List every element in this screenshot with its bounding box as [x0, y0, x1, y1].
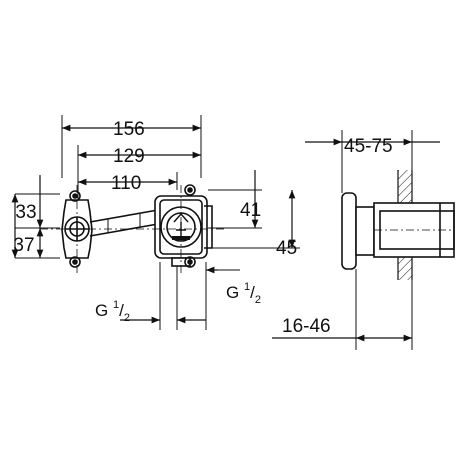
- front-view: [15, 115, 300, 330]
- side-view-dimensions: [272, 138, 440, 342]
- dim-label-156: 156: [113, 119, 145, 140]
- dim-label-45-75: 45-75: [344, 136, 393, 157]
- side-view: [341, 130, 455, 350]
- thread-label-bottom-right: G 1/2: [226, 281, 261, 306]
- concealed-body: [373, 202, 455, 258]
- escutcheon-plate: [341, 192, 375, 270]
- dim-label-45: 45: [276, 238, 297, 259]
- svg-text:G 1/2: G 1/2: [226, 281, 261, 306]
- connecting-pipe: [89, 209, 159, 237]
- dim-label-129: 129: [113, 146, 145, 167]
- center-lines: [40, 185, 225, 275]
- thread-label-bottom-left: G 1/2: [95, 299, 130, 324]
- dim-label-16-46: 16-46: [282, 316, 331, 337]
- svg-text:G 1/2: G 1/2: [95, 299, 130, 324]
- dim-label-41: 41: [240, 200, 261, 221]
- valve-body: [154, 184, 213, 268]
- dim-label-33: 33: [15, 202, 36, 223]
- dim-label-37: 37: [13, 235, 34, 256]
- front-view-dimensions: [11, 124, 296, 324]
- dim-label-110: 110: [111, 173, 141, 194]
